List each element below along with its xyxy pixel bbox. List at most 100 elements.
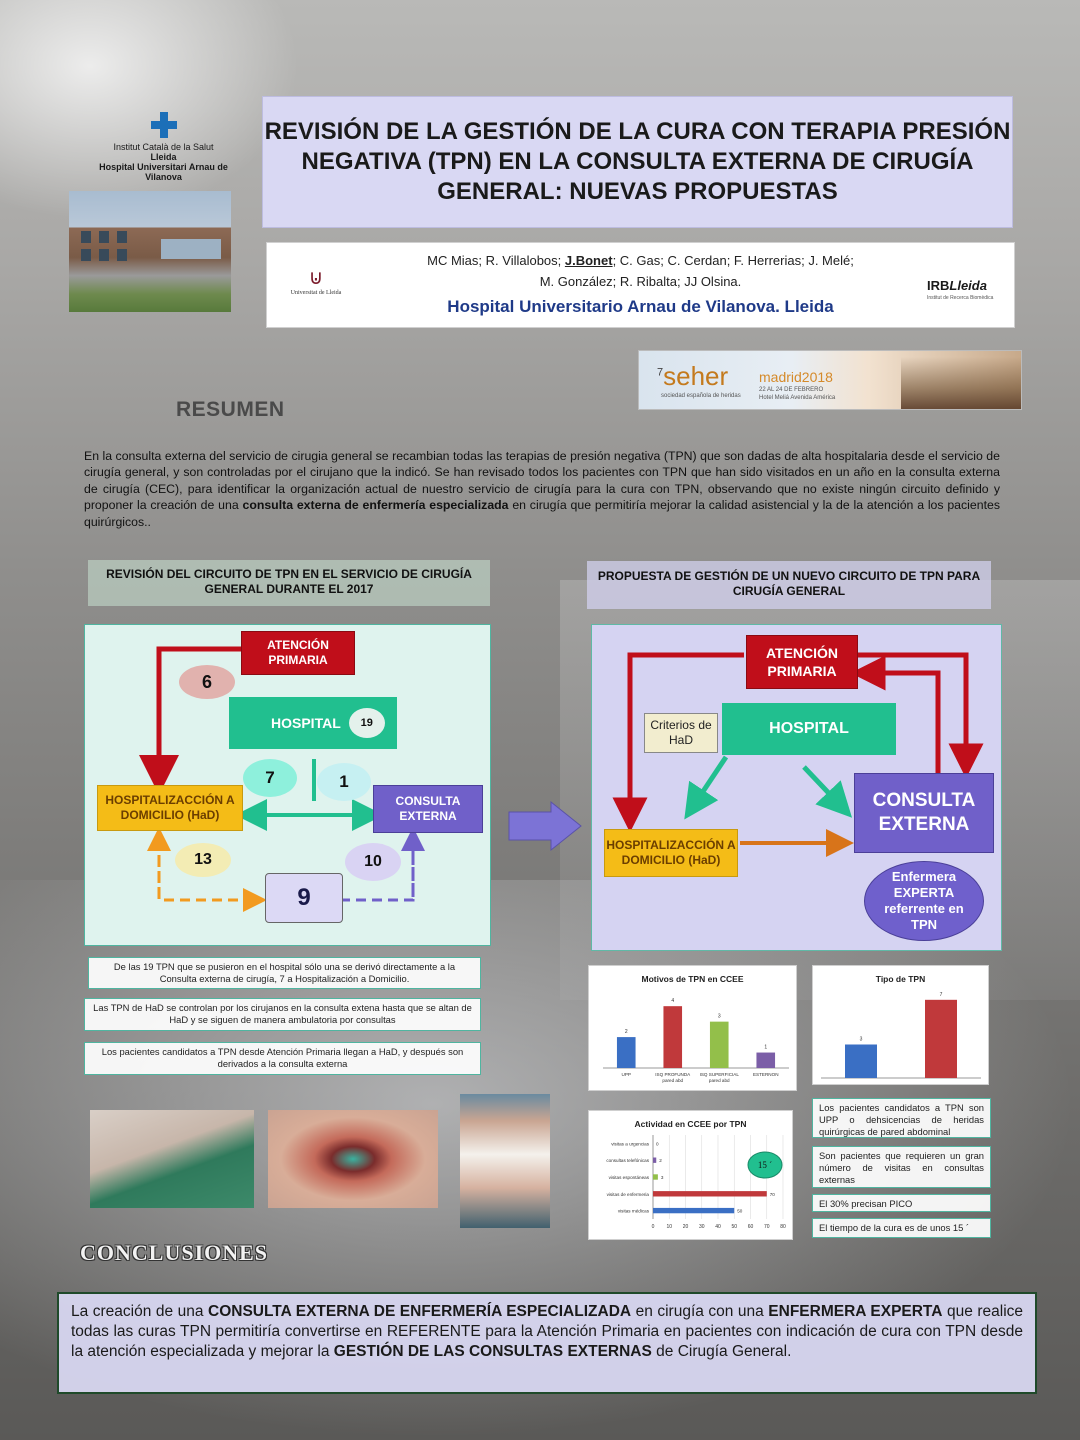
count-hosp-ce: 1 [317,763,371,801]
node-had: HOSPITALIZACCIÓN A DOMICILIO (HaD) [97,785,243,831]
ics-logo: Institut Català de la Salut Lleida Hospi… [96,112,231,182]
bar [653,1207,735,1214]
transition-arrow [508,800,582,852]
congress-city: madrid2018 [759,369,833,385]
data-label: 0 [656,1141,659,1146]
data-label: 3 [661,1175,664,1180]
arrow-hosp-to-had-r [684,755,729,820]
conclusiones-heading: CONCLUSIONES [80,1240,269,1265]
proposed-circuit-arrows [612,652,984,857]
ics-logo-line2: Lleida [150,152,177,162]
background-light [0,0,300,220]
right-note-1: Los pacientes candidatos a TPN son UPP o… [812,1098,991,1138]
resumen-text-b: en cirugía que permitiría mejorar la cal… [84,498,1000,529]
congress-name: 7seher [657,361,728,392]
tick-label: 0 [652,1224,655,1230]
data-label: 50 [737,1209,743,1214]
count-had-loop: 13 [175,843,231,877]
category-label: consultas telefónicas [606,1158,649,1163]
skyline-image [901,357,1021,409]
category-label: ESTERNON [753,1072,779,1077]
left-note-3: Los pacientes candidatos a TPN desde Ate… [84,1042,481,1075]
tick-label: 60 [748,1224,754,1230]
wound-photo-2 [268,1110,438,1208]
right-section-title: PROPUESTA DE GESTIÓN DE UN NUEVO CIRCUIT… [587,561,991,609]
count-ap-had: 6 [179,665,235,699]
title-box: REVISIÓN DE LA GESTIÓN DE LA CURA CON TE… [262,96,1013,228]
resumen-text-bold: consulta externa de enfermería especiali… [242,498,509,513]
congress-name-text: seher [663,361,729,391]
arrow-ap-to-had [139,646,241,795]
conclusiones-box: La creación de una CONSULTA EXTERNA DE E… [57,1292,1037,1394]
congress-subtitle: sociedad española de heridas [661,393,741,399]
bar [653,1157,657,1163]
irb-logo-b: Lleida [949,278,987,293]
node-atencion-primaria-r: ATENCIÓN PRIMARIA [746,635,858,689]
data-label: 3 [860,1036,863,1042]
authors-box: ⊍ Universitat de Lleida MC Mias; R. Vill… [266,242,1015,328]
category-label: ISQ PROFUNDA [655,1072,691,1077]
concl-p2: en cirugía con una [631,1303,769,1320]
count-ce-loop: 10 [345,843,401,881]
bar [845,1044,877,1078]
node-hospital-r: HOSPITAL [722,703,896,755]
count-hosp-had: 7 [243,759,297,797]
bar [663,1006,683,1068]
node-consulta-externa: CONSULTA EXTERNA [373,785,483,833]
concl-p1: La creación de una [71,1303,208,1320]
left-section-title: REVISIÓN DEL CIRCUITO DE TPN EN EL SERVI… [88,560,490,606]
chart-motivos-title: Motivos de TPN en CCEE [641,974,744,984]
count-center: 9 [265,873,343,923]
udl-logo-text: Universitat de Lleida [290,290,342,296]
data-label: 3 [718,1014,721,1020]
node-consulta-externa-r: CONSULTA EXTERNA [854,773,994,853]
wound-photo-3 [460,1094,550,1228]
concl-b3: GESTIÓN DE LAS CONSULTAS EXTERNAS [333,1343,652,1360]
node-hospital: HOSPITAL 19 [229,697,397,749]
arrow-ap-to-had-r [612,652,744,833]
data-label: 2 [625,1029,628,1035]
authors-part-b: ; C. Gas; C. Cerdan; F. Herrerias; J. Me… [612,253,854,268]
left-note-1: De las 19 TPN que se pusieron en el hosp… [88,957,481,989]
tick-label: 80 [780,1224,786,1230]
congress-hotel: Hotel Meliá Avenida América [759,395,836,401]
category-label: visitas a urgencias [611,1141,649,1146]
arrow-hosp-to-ce-r [802,765,853,818]
irb-logo: IRBLleida Institut de Recerca Biomèdica [927,277,1007,311]
right-note-3: El 30% precisan PICO [812,1194,991,1212]
proposed-circuit-diagram: ATENCIÓN PRIMARIA Criterios de HaD HOSPI… [591,624,1002,951]
annotation-label: 15 ´ [758,1160,772,1170]
annotation-ellipse [747,1151,783,1179]
node-hospital-label: HOSPITAL [271,715,341,731]
irb-logo-c: Institut de Recerca Biomèdica [927,295,994,301]
resumen-heading: RESUMEN [176,398,285,421]
authors-part-a: MC Mias; R. Villalobos; [427,253,565,268]
node-atencion-primaria: ATENCIÓN PRIMARIA [241,631,355,675]
chart-tipo-svg: 37 [821,992,981,1079]
hospital-photo [69,191,231,312]
category-label: visitas médicas [618,1209,650,1214]
node-had-r: HOSPITALIZACCIÓN A DOMICILIO (HaD) [604,829,738,877]
concl-p4: de Cirugía General. [651,1343,792,1360]
current-circuit-diagram: ATENCIÓN PRIMARIA 6 HOSPITAL 19 7 1 HOSP… [84,624,491,946]
right-note-2: Son pacientes que requieren un gran núme… [812,1146,991,1188]
bar [653,1191,767,1197]
authors-line2: M. González; R. Ribalta; JJ Olsina. [539,274,742,289]
arrow-ce-to-ap-r [850,655,941,773]
tick-label: 50 [731,1224,737,1230]
category-label: ISQ SUPERFICIAL [700,1072,740,1077]
poster-title: REVISIÓN DE LA GESTIÓN DE LA CURA CON TE… [264,118,1011,205]
tick-label: 20 [683,1224,689,1230]
chart-actividad-title: Actividad en CCEE por TPN [634,1119,747,1129]
institution: Hospital Universitario Arnau de Vilanova… [447,297,834,316]
right-note-4: El tiempo de la cura es de unos 15 ´ [812,1218,991,1238]
bar [653,1174,658,1180]
category-label: visitas de enfermeria [607,1192,650,1197]
category-label: UPP [622,1072,631,1077]
irb-logo-a: IRB [927,278,950,293]
bar [925,999,957,1078]
cross-icon [150,112,177,138]
chart-tipo-title: Tipo de TPN [875,974,926,984]
